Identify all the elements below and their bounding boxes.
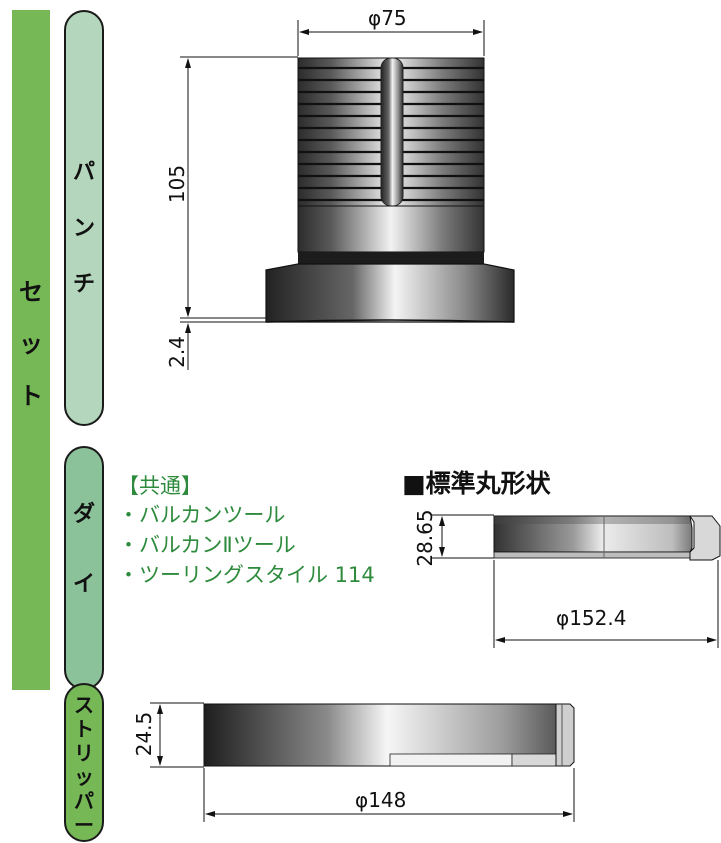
punch-label-char: パ — [72, 160, 95, 185]
die-dimensions — [432, 514, 719, 648]
punch-label-pill: パ ン チ — [64, 10, 104, 426]
die-height-label: 28.65 — [413, 509, 437, 567]
stripper-label-char: ッ — [74, 765, 94, 789]
set-label-char: ト — [19, 382, 43, 410]
punch-label-char: チ — [72, 272, 95, 297]
punch-dimensions — [180, 20, 485, 370]
set-bar: セ ッ ト — [12, 10, 50, 690]
die-common-title: 【共通】 — [118, 474, 202, 498]
stripper-label-char: リ — [74, 741, 94, 765]
die-label-pill: ダ イ — [64, 446, 104, 690]
die-common-item: ・バルカンⅡツール — [118, 533, 296, 557]
set-label-char: セ — [19, 278, 43, 306]
stripper-label-char: ス — [74, 693, 94, 717]
die-label-char: ダ — [72, 502, 95, 527]
die-heading: ■標準丸形状 — [402, 469, 551, 498]
stripper-drawing — [203, 703, 575, 767]
stripper-diameter-label: φ148 — [355, 788, 407, 812]
set-label-char: ッ — [19, 330, 43, 358]
stripper-dimensions — [150, 702, 575, 822]
stripper-label-char: ト — [74, 717, 94, 741]
punch-label-char: ン — [72, 216, 95, 241]
die-drawing — [493, 515, 721, 561]
die-common-item: ・ツーリングスタイル 114 — [118, 563, 375, 587]
stripper-label-pill: ス ト リ ッ パ ー — [64, 683, 104, 842]
die-diameter-label: φ152.4 — [556, 606, 627, 630]
die-label-char: イ — [72, 572, 95, 597]
punch-offset-label: 2.4 — [165, 336, 189, 368]
punch-drawing — [265, 57, 515, 323]
stripper-height-label: 24.5 — [132, 711, 156, 757]
die-common-item: ・バルカンツール — [118, 503, 286, 527]
punch-diameter-label: φ75 — [368, 6, 407, 30]
stripper-label-char: パ — [74, 789, 94, 813]
punch-height-label: 105 — [165, 164, 189, 204]
stripper-label-char: ー — [74, 813, 94, 837]
